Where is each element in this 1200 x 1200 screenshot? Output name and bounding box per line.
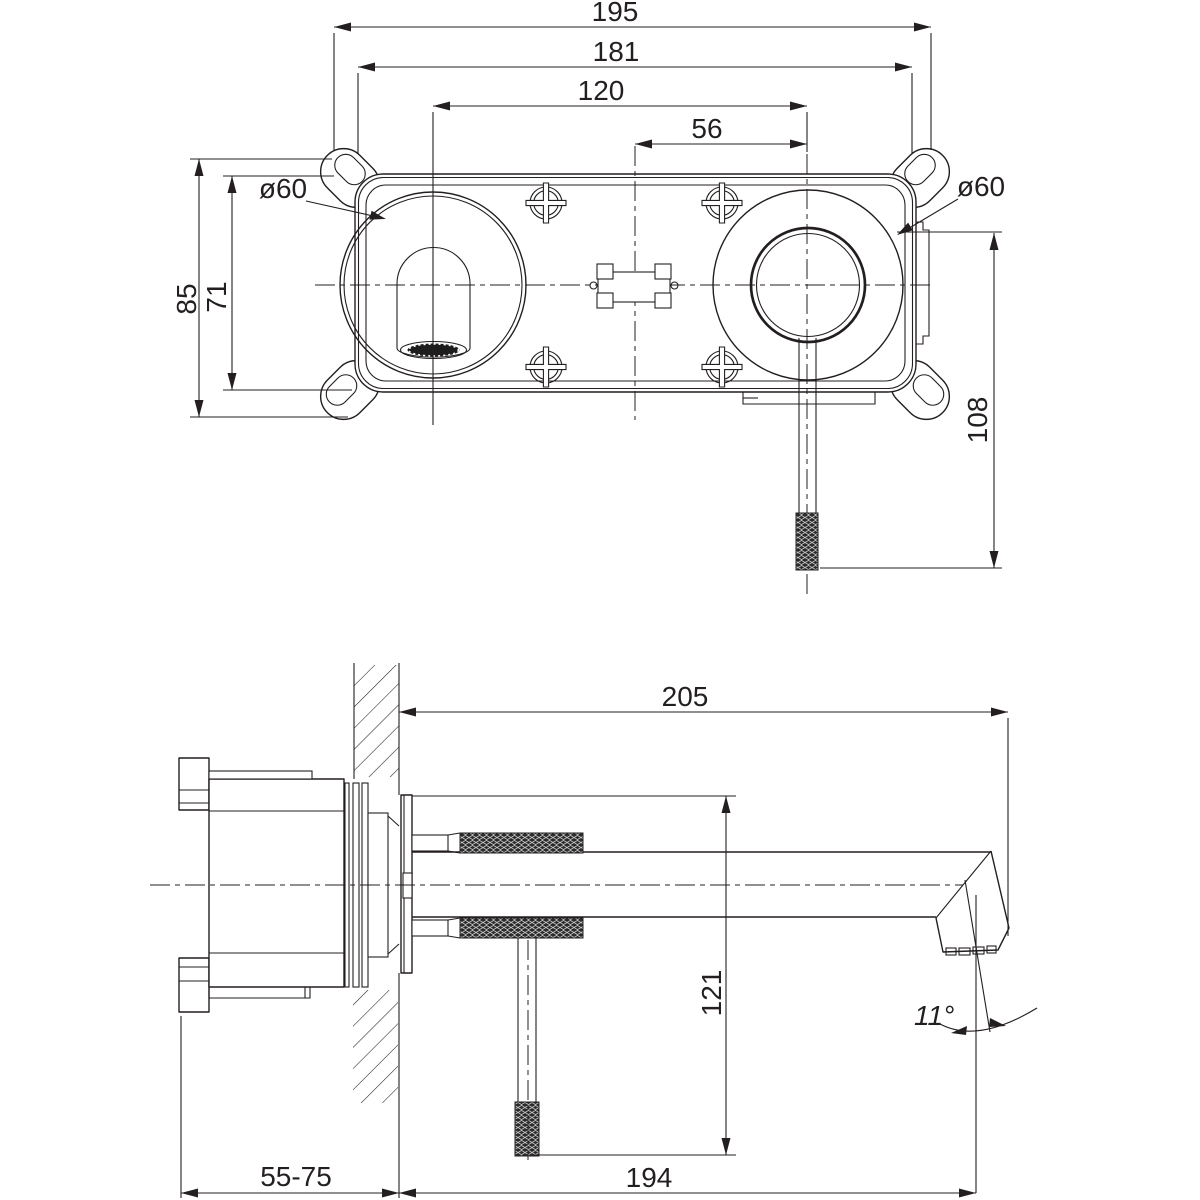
concealed-body-side (178, 757, 400, 1013)
dimension-spout-to-handle: 120 (432, 75, 808, 425)
dimension-overall-height: 85 (171, 158, 348, 418)
dim-wall-depth-label: 55-75 (260, 1161, 332, 1192)
wall-section (353, 663, 400, 1198)
dimension-spout-reach: 205 (399, 681, 1009, 936)
bottom-tab (742, 392, 876, 405)
aerator-slots (945, 945, 997, 956)
dimension-right-hole-diameter: ø60 (897, 171, 1005, 235)
center-bracket (589, 263, 679, 309)
dimension-handle-length: 108 (820, 231, 1002, 569)
dim-handle-reach-label: 194 (626, 1162, 673, 1193)
wall-plate (400, 794, 413, 974)
dim-overall-width-label: 195 (592, 0, 639, 27)
dim-spout-to-handle-label: 120 (578, 75, 625, 106)
front-view: 195 181 120 56 ø60 ø60 (171, 0, 1005, 595)
dim-center-to-handle-label: 56 (691, 113, 722, 144)
spout-head (935, 850, 1010, 953)
screw-cross-icon (525, 182, 567, 224)
valve-rosette (712, 189, 904, 571)
handle-knurl (795, 512, 819, 571)
dimension-handle-drop: 121 (412, 795, 736, 1156)
dim-handle-length-label: 108 (962, 397, 993, 444)
dim-spout-reach-label: 205 (662, 681, 709, 712)
dimension-spray-angle: 11° (914, 879, 1038, 1193)
collar-rib (344, 782, 350, 988)
dim-right-diameter-label: ø60 (957, 171, 1005, 202)
dimension-handle-reach: 194 (399, 1162, 976, 1198)
wall-hatch-upper (354, 665, 399, 777)
dimension-center-to-handle: 56 (635, 113, 807, 149)
side-view: 205 121 55-75 194 11° (150, 663, 1038, 1198)
spout-knurl-ring-top (459, 832, 584, 854)
dimension-left-hole-diameter: ø60 (259, 173, 386, 220)
dimension-overall-width: 195 (333, 0, 932, 150)
crosshead-screws (525, 182, 743, 388)
screw-cross-icon (701, 346, 743, 388)
dimension-hole-spacing: 181 (357, 36, 913, 154)
spout-housing (396, 247, 471, 358)
dim-hole-spacing-label: 181 (593, 36, 640, 67)
dim-handle-drop-label: 121 (696, 970, 727, 1017)
mounting-ear-bottom-right (889, 359, 951, 421)
dim-left-diameter-label: ø60 (259, 173, 307, 204)
side-tab (916, 221, 930, 345)
screw-cross-icon (701, 182, 743, 224)
valve-ring (749, 226, 867, 344)
wall-hatch-lower (353, 990, 398, 1103)
spout-side (411, 832, 1010, 956)
screw-cross-icon (525, 346, 567, 388)
dimension-body-height: 71 (201, 175, 352, 391)
dim-spray-angle-label: 11° (914, 1000, 954, 1031)
dimension-wall-depth: 55-75 (180, 1016, 399, 1198)
handle-knurl-side (514, 1101, 540, 1157)
dim-body-height-label: 71 (201, 281, 232, 312)
handle-side (514, 938, 540, 1160)
spout-knurl-ring-bottom (459, 917, 584, 939)
dim-overall-height-label: 85 (171, 283, 202, 314)
